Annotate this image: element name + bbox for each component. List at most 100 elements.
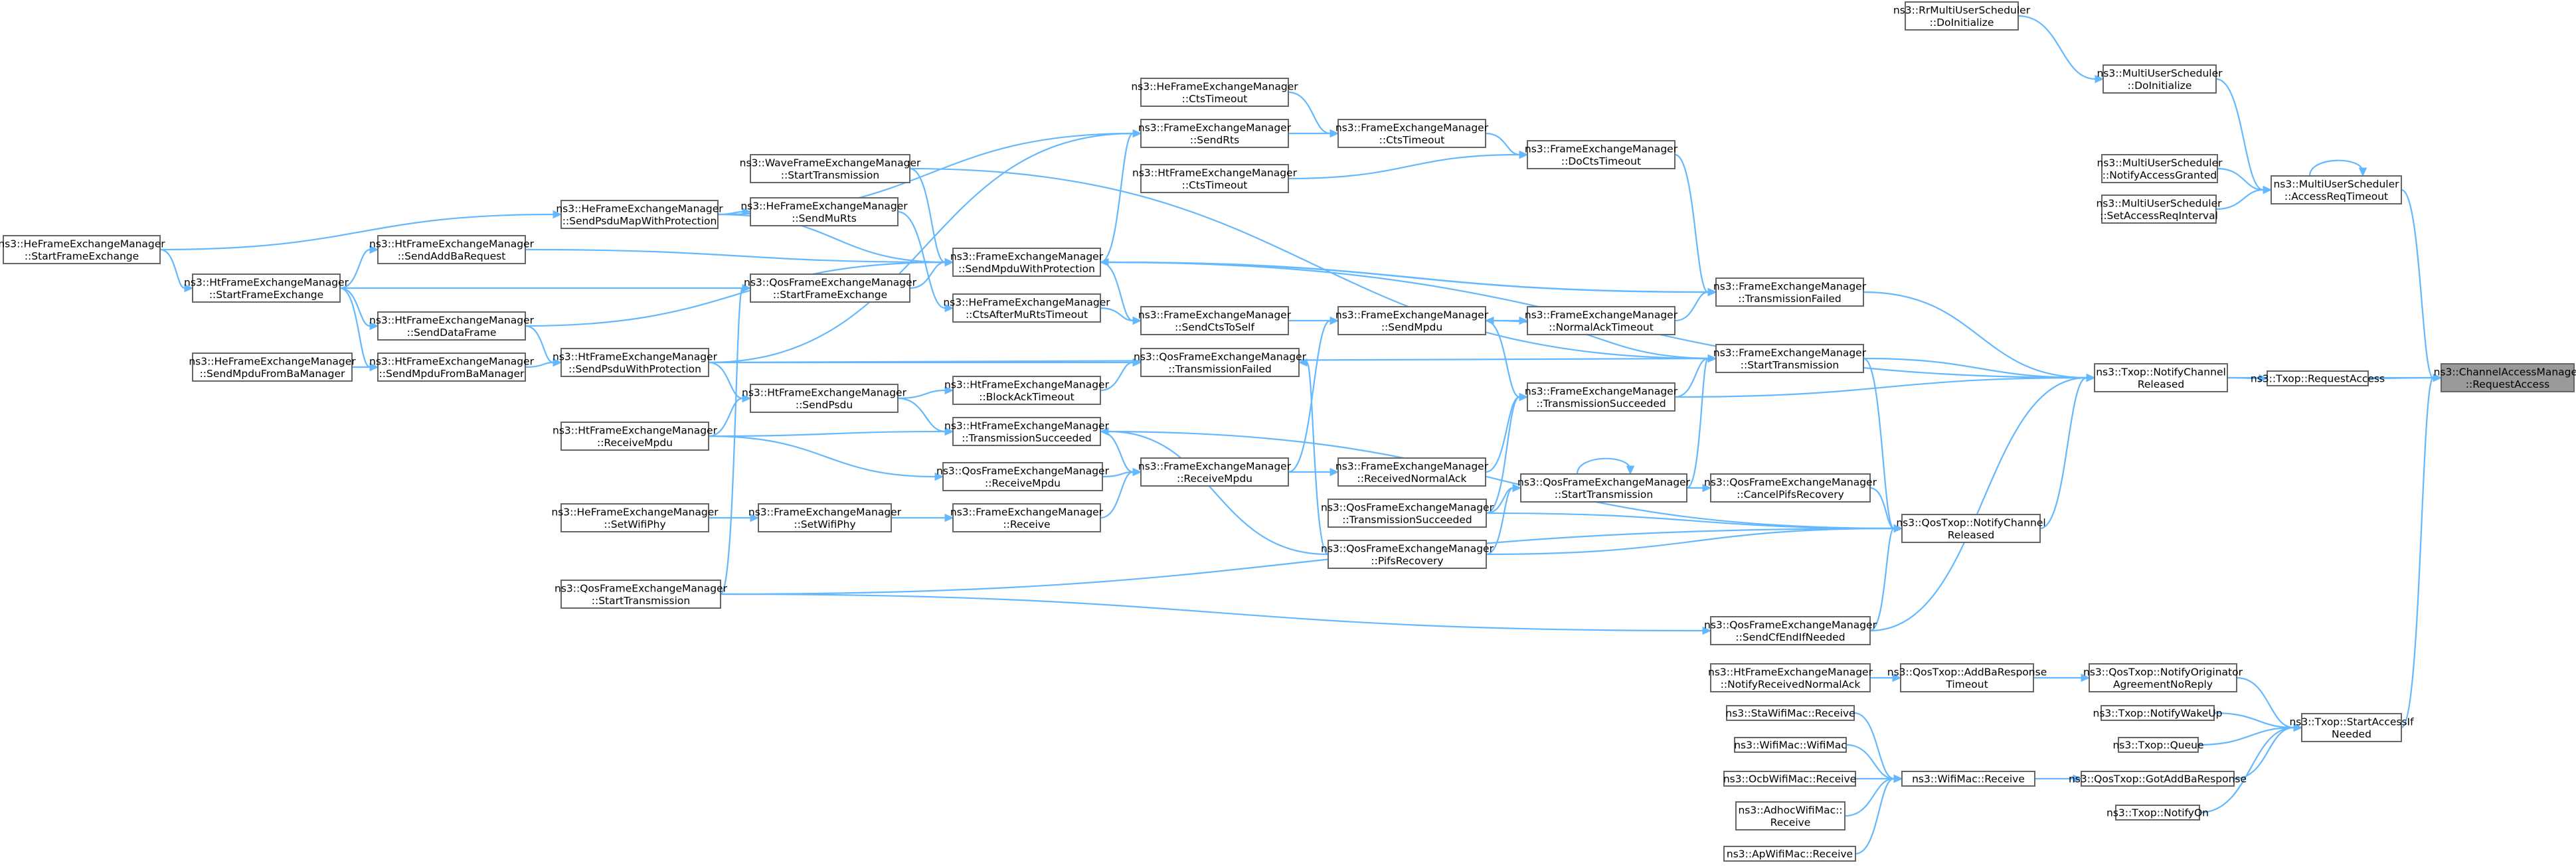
node-label: ns3::FrameExchangeManager — [950, 250, 1104, 262]
edge-line — [339, 248, 371, 289]
arrowhead — [742, 283, 752, 293]
node-label: ::CtsTimeout — [1182, 179, 1248, 191]
arrowhead — [2263, 185, 2273, 195]
node-label: ns3::FrameExchangeManager — [950, 506, 1104, 518]
node-musari[interactable]: ns3::MultiUserScheduler::SetAccessReqInt… — [2096, 195, 2222, 224]
node-label: ns3::QosFrameExchangeManager — [1321, 542, 1494, 554]
arrowhead — [2095, 74, 2104, 84]
node-ferm[interactable]: ns3::FrameExchangeManager::ReceiveMpdu — [1138, 457, 1292, 487]
node-htbat[interactable]: ns3::HtFrameExchangeManager::BlockAckTim… — [944, 376, 1110, 405]
node-htts[interactable]: ns3::HtFrameExchangeManager::Transmissio… — [944, 417, 1110, 446]
node-root[interactable]: ns3::ChannelAccessManager::RequestAccess — [2434, 363, 2576, 392]
node-htsmfbm[interactable]: ns3::HtFrameExchangeManager::SendMpduFro… — [369, 353, 535, 382]
node-htsfe[interactable]: ns3::HtFrameExchangeManager::StartFrameE… — [184, 274, 349, 303]
node-label: ::SendMuRts — [792, 212, 857, 224]
node-htspwp[interactable]: ns3::HtFrameExchangeManager::SendPsduWit… — [553, 348, 718, 377]
node-swmr[interactable]: ns3::StaWifiMac::Receive — [1725, 705, 1855, 721]
node-txnwu[interactable]: ns3::Txop::NotifyWakeUp — [2093, 705, 2223, 721]
node-txra[interactable]: ns3::Txop::RequestAccess — [2251, 370, 2385, 386]
node-box — [560, 422, 709, 451]
edge-line — [339, 287, 371, 327]
node-qfsfe[interactable]: ns3::QosFrameExchangeManager::StartFrame… — [744, 274, 917, 303]
node-fets[interactable]: ns3::FrameExchangeManager::TransmissionS… — [1525, 382, 1678, 412]
node-box — [377, 311, 526, 341]
node-qftf[interactable]: ns3::QosFrameExchangeManager::Transmissi… — [1134, 348, 1307, 377]
node-fesr[interactable]: ns3::FrameExchangeManager::SendRts — [1138, 119, 1292, 148]
node-hectsmt[interactable]: ns3::HeFrameExchangeManager::CtsAfterMuR… — [943, 293, 1110, 323]
node-apwmr[interactable]: ns3::ApWifiMac::Receive — [1723, 846, 1856, 862]
node-label: ns3::HtFrameExchangeManager — [369, 314, 535, 326]
node-hesmfbm[interactable]: ns3::HeFrameExchangeManager::SendMpduFro… — [189, 353, 356, 382]
edge-line — [1100, 132, 1134, 264]
node-fesw[interactable]: ns3::FrameExchangeManager::SetWifiPhy — [748, 503, 902, 532]
node-htsabr[interactable]: ns3::HtFrameExchangeManager::SendAddBaRe… — [369, 235, 535, 264]
arrowhead — [1626, 465, 1635, 475]
node-fedct[interactable]: ns3::FrameExchangeManager::DoCtsTimeout — [1525, 140, 1678, 169]
node-owmr[interactable]: ns3::OcbWifiMac::Receive — [1723, 771, 1856, 787]
node-muart[interactable]: ns3::MultiUserScheduler::AccessReqTimeou… — [2271, 175, 2402, 204]
edge-wmr-to-qtgabr — [2035, 774, 2083, 783]
node-hespmwp[interactable]: ns3::HeFrameExchangeManager::SendPsduMap… — [556, 200, 723, 229]
node-qfrm[interactable]: ns3::QosFrameExchangeManager::ReceiveMpd… — [936, 462, 1110, 491]
edge-apwmr-to-wmr — [1855, 774, 1903, 855]
node-label: ns3::QosTxop::NotifyOriginator — [2083, 666, 2243, 678]
arrowhead — [1132, 129, 1142, 138]
arrowhead — [2358, 167, 2367, 177]
node-label: ::StartTransmission — [781, 169, 879, 181]
node-qfpr[interactable]: ns3::QosFrameExchangeManager::PifsRecove… — [1321, 540, 1494, 569]
node-fesm[interactable]: ns3::FrameExchangeManager::SendMpdu — [1335, 306, 1489, 335]
node-qtgabr[interactable]: ns3::QosTxop::GotAddBaResponse — [2069, 771, 2247, 787]
node-htsp[interactable]: ns3::HtFrameExchangeManager::SendPsdu — [742, 384, 907, 413]
node-wfst[interactable]: ns3::WaveFrameExchangeManager::StartTran… — [740, 154, 921, 183]
node-hect[interactable]: ns3::HeFrameExchangeManager::CtsTimeout — [1131, 78, 1298, 107]
node-fetf[interactable]: ns3::FrameExchangeManager::TransmissionF… — [1713, 277, 1867, 307]
node-label: ns3::StaWifiMac::Receive — [1725, 708, 1855, 720]
edge-line — [708, 132, 1134, 364]
node-qfst[interactable]: ns3::QosFrameExchangeManager::StartTrans… — [1517, 473, 1691, 503]
node-qfts[interactable]: ns3::QosFrameExchangeManager::Transmissi… — [1321, 499, 1494, 528]
node-wmr[interactable]: ns3::WifiMac::Receive — [1901, 771, 2035, 787]
edge-line — [1100, 471, 1134, 519]
arrowhead — [1099, 427, 1109, 436]
node-hesfe[interactable]: ns3::HeFrameExchangeManager::StartFrameE… — [0, 235, 165, 264]
node-munag[interactable]: ns3::MultiUserScheduler::NotifyAccessGra… — [2097, 154, 2223, 183]
node-label: ::TransmissionSucceeded — [962, 432, 1092, 444]
arrowhead — [2081, 673, 2091, 682]
node-htnrna[interactable]: ns3::HtFrameExchangeManager::NotifyRecei… — [1708, 663, 1873, 692]
node-qfstl[interactable]: ns3::QosFrameExchangeManager::StartTrans… — [555, 580, 728, 609]
node-rrdi[interactable]: ns3::RrMultiUserScheduler::DoInitialize — [1893, 1, 2031, 31]
node-mudi[interactable]: ns3::MultiUserScheduler::DoInitialize — [2097, 64, 2223, 94]
node-hesw[interactable]: ns3::HeFrameExchangeManager::SetWifiPhy — [551, 503, 719, 532]
node-fescts[interactable]: ns3::FrameExchangeManager::SendCtsToSelf — [1138, 306, 1292, 335]
arrowhead — [934, 472, 944, 481]
node-ferna[interactable]: ns3::FrameExchangeManager::ReceivedNorma… — [1335, 457, 1489, 487]
node-fer[interactable]: ns3::FrameExchangeManager::Receive — [950, 503, 1104, 532]
node-hesmr[interactable]: ns3::HeFrameExchangeManager::SendMuRts — [740, 197, 908, 226]
node-label: ns3::Txop::NotifyOn — [2106, 807, 2209, 819]
node-txno[interactable]: ns3::Txop::NotifyOn — [2106, 805, 2209, 821]
node-txq[interactable]: ns3::Txop::Queue — [2112, 737, 2204, 753]
node-label: ns3::Txop::Queue — [2112, 740, 2203, 751]
node-htrm[interactable]: ns3::HtFrameExchangeManager::ReceiveMpdu — [553, 422, 718, 451]
node-fenat[interactable]: ns3::FrameExchangeManager::NormalAckTime… — [1525, 306, 1678, 335]
node-fest[interactable]: ns3::FrameExchangeManager::StartTransmis… — [1713, 344, 1867, 373]
node-wmwm[interactable]: ns3::WifiMac::WifiMac — [1734, 737, 1847, 753]
node-htct[interactable]: ns3::HtFrameExchangeManager::CtsTimeout — [1132, 164, 1298, 193]
node-box — [750, 274, 910, 303]
edge-line — [2213, 712, 2294, 729]
node-label: ns3::HtFrameExchangeManager — [1132, 167, 1298, 179]
edge-line — [2217, 167, 2264, 191]
node-qtnoanr[interactable]: ns3::QosTxop::NotifyOriginatorAgreementN… — [2083, 663, 2243, 692]
edge-fesm-to-fets — [1485, 319, 1529, 402]
node-awmr[interactable]: ns3::AdhocWifiMac::Receive — [1735, 801, 1846, 830]
node-qfscen[interactable]: ns3::QosFrameExchangeManager::SendCfEndI… — [1704, 616, 1877, 645]
node-qfcpr[interactable]: ns3::QosFrameExchangeManager::CancelPifs… — [1704, 473, 1877, 503]
node-htsdf[interactable]: ns3::HtFrameExchangeManager::SendDataFra… — [369, 311, 535, 341]
node-label: ::TransmissionSucceeded — [1342, 514, 1472, 526]
node-fesmwp[interactable]: ns3::FrameExchangeManager::SendMpduWithP… — [950, 248, 1104, 277]
node-fect[interactable]: ns3::FrameExchangeManager::CtsTimeout — [1335, 119, 1489, 148]
